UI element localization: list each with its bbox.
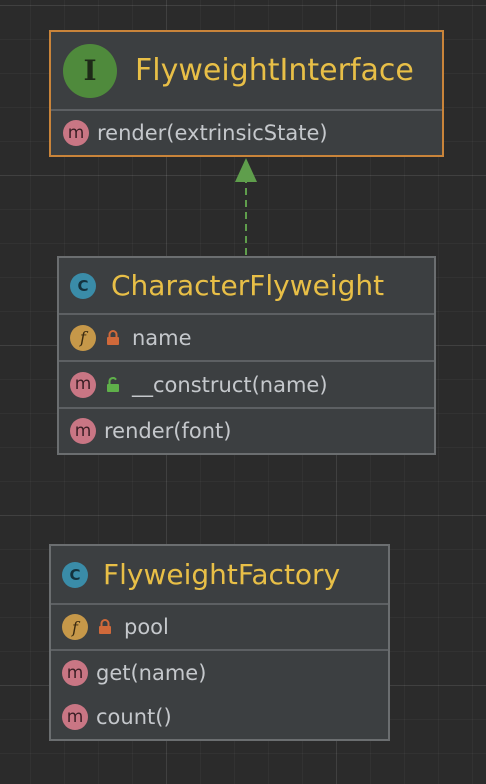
character-flyweight-title: CharacterFlyweight [111, 269, 385, 302]
field-icon: f [70, 324, 96, 351]
member-label: count() [96, 705, 172, 729]
flyweight-factory-node[interactable]: C FlyweightFactory f pool m get(name) m … [49, 544, 390, 741]
flyweight-factory-header: C FlyweightFactory [51, 546, 388, 605]
member-label: render(font) [104, 419, 232, 443]
class-icon: C [62, 561, 88, 588]
private-lock-icon [107, 329, 119, 345]
method-icon: m [62, 660, 88, 686]
character-flyweight-node[interactable]: C CharacterFlyweight f name m __construc… [57, 256, 436, 455]
method-icon: m [62, 704, 88, 730]
public-unlock-icon [107, 376, 119, 392]
implements-arrowhead [235, 158, 257, 182]
member-row[interactable]: f name [59, 315, 434, 362]
member-label: pool [124, 615, 169, 639]
character-flyweight-header: C CharacterFlyweight [59, 258, 434, 315]
field-icon: f [62, 614, 88, 640]
member-row[interactable]: m get(name) [51, 651, 388, 695]
flyweight-interface-node[interactable]: I FlyweightInterface m render(extrinsicS… [49, 30, 444, 157]
member-row[interactable]: m render(font) [59, 409, 434, 453]
member-row[interactable]: m __construct(name) [59, 362, 434, 409]
method-icon: m [70, 371, 96, 398]
flyweight-factory-title: FlyweightFactory [103, 558, 341, 591]
interface-icon: I [63, 43, 117, 98]
flyweight-interface-title: FlyweightInterface [135, 53, 414, 88]
member-label: get(name) [96, 661, 207, 685]
member-label: name [132, 325, 192, 350]
member-row[interactable]: m render(extrinsicState) [51, 111, 442, 155]
member-label: __construct(name) [132, 372, 328, 397]
method-icon: m [70, 418, 96, 444]
private-lock-icon [99, 619, 111, 634]
flyweight-interface-header: I FlyweightInterface [51, 32, 442, 111]
member-row[interactable]: f pool [51, 605, 388, 651]
method-icon: m [63, 120, 89, 146]
member-label: render(extrinsicState) [97, 121, 328, 145]
member-row[interactable]: m count() [51, 695, 388, 739]
class-icon: C [70, 272, 96, 299]
